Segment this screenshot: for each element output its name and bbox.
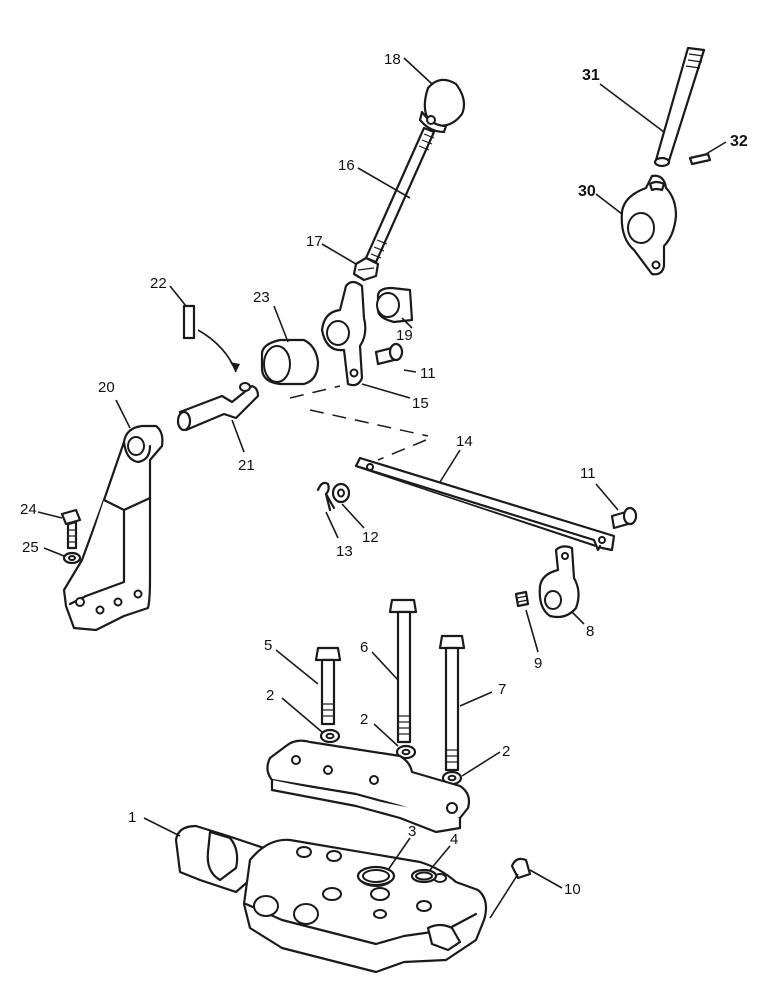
o-ring-small <box>410 868 438 884</box>
nut <box>352 256 380 282</box>
washer-6 <box>395 744 417 760</box>
callout-2-right: 2 <box>502 743 510 760</box>
cover-plate <box>266 739 471 834</box>
callout-2-left: 2 <box>266 687 274 704</box>
callout-13: 13 <box>336 543 353 560</box>
assembly-guide-line <box>289 385 429 461</box>
callout-9: 9 <box>534 655 542 672</box>
callout-6: 6 <box>360 639 368 656</box>
callout-19: 19 <box>396 327 413 344</box>
callout-20: 20 <box>98 379 115 396</box>
callout-22: 22 <box>150 275 167 292</box>
callout-31: 31 <box>582 67 600 84</box>
callout-14: 14 <box>456 433 473 450</box>
callout-2-middle: 2 <box>360 711 368 728</box>
bolt-5 <box>314 646 342 726</box>
callout-24: 24 <box>20 501 37 518</box>
lock-washer-small <box>62 551 82 565</box>
callout-5: 5 <box>264 637 272 654</box>
grub-screw <box>514 590 530 608</box>
clevis-pin-upper <box>374 342 404 366</box>
callout-12: 12 <box>362 529 379 546</box>
cotter-pin <box>316 481 336 512</box>
callout-30: 30 <box>578 183 596 200</box>
bolt-7 <box>438 634 466 772</box>
link-bar <box>354 456 616 552</box>
callout-10: 10 <box>564 881 581 898</box>
callout-11-lower: 11 <box>580 465 596 482</box>
callout-11-upper: 11 <box>420 365 436 382</box>
lever-arm <box>320 280 367 387</box>
lever-rod <box>364 126 436 264</box>
small-pin <box>688 152 712 166</box>
callout-21: 21 <box>238 457 255 474</box>
valve-body <box>174 824 488 974</box>
upper-rod <box>653 46 706 168</box>
washer-link <box>331 482 351 504</box>
callout-23: 23 <box>253 289 270 306</box>
o-ring-large <box>356 865 396 887</box>
callout-8: 8 <box>586 623 594 640</box>
callout-3: 3 <box>408 823 416 840</box>
callout-7: 7 <box>498 681 506 698</box>
bolt-small <box>60 508 82 550</box>
callout-labels: 18 16 17 23 22 19 11 15 20 21 14 11 12 1… <box>20 51 748 898</box>
bushing <box>376 286 414 324</box>
plug <box>510 857 532 880</box>
callout-18: 18 <box>384 51 401 68</box>
callout-25: 25 <box>22 539 39 556</box>
knob <box>418 78 466 134</box>
callout-32: 32 <box>730 133 748 150</box>
mounting-bracket <box>62 424 164 632</box>
callout-1: 1 <box>128 809 136 826</box>
clevis-pin-lower <box>610 506 638 530</box>
bolt-6 <box>388 598 418 744</box>
callout-17: 17 <box>306 233 323 250</box>
sleeve <box>260 338 320 386</box>
pivot-shaft <box>176 382 260 432</box>
callout-15: 15 <box>412 395 429 412</box>
lever-clamp <box>538 545 580 619</box>
roll-pin <box>182 304 196 340</box>
washer-5 <box>319 728 341 744</box>
lever-hub <box>620 174 678 276</box>
callout-leaders <box>37 57 727 919</box>
callout-16: 16 <box>338 157 355 174</box>
callout-4: 4 <box>450 831 458 848</box>
